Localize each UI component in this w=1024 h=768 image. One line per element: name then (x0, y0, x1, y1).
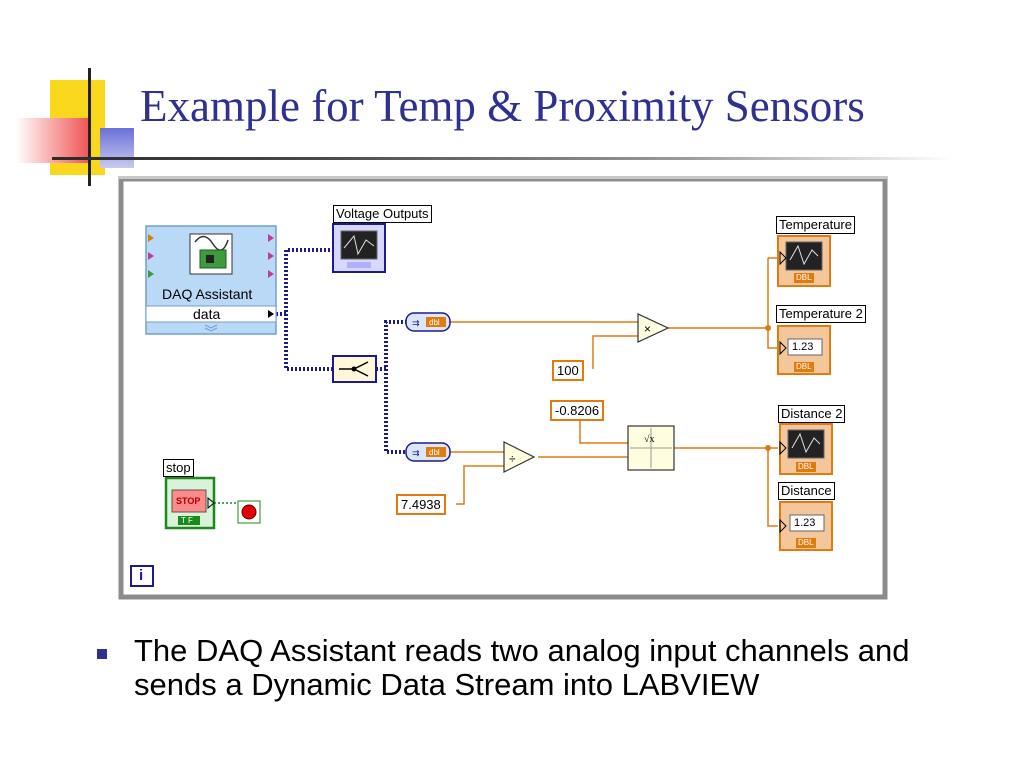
distance-2-dbl-tag: DBL (796, 462, 816, 472)
temperature-2-label: Temperature 2 (776, 305, 866, 323)
temperature-graph-indicator (777, 235, 831, 287)
numeric-wires (450, 257, 778, 527)
distance-numeric-indicator (779, 501, 833, 551)
multiplier-constant: 100 (552, 360, 584, 381)
title-divider (52, 157, 952, 160)
svg-text:√x: √x (644, 434, 655, 445)
multiply-function: × (637, 313, 670, 343)
svg-text:dbl: dbl (429, 318, 440, 327)
temperature-2-readout: 1.23 (792, 341, 814, 353)
power-function-node: √x (627, 425, 675, 471)
iteration-terminal (130, 565, 154, 587)
svg-text:dbl: dbl (429, 448, 440, 457)
temperature-dbl-tag: DBL (794, 273, 814, 283)
convert-dynamic-data-node-2: ⇉ dbl (405, 442, 451, 462)
distance-label: Distance (778, 482, 835, 500)
loop-condition-terminal (237, 500, 261, 524)
daq-data-output-label: data (193, 306, 221, 322)
svg-text:÷: ÷ (509, 452, 516, 466)
voltage-outputs-graph-terminal (332, 223, 386, 273)
distance-dbl-tag: DBL (796, 538, 816, 548)
distance-2-label: Distance 2 (778, 405, 846, 423)
slide-title: Example for Temp & Proximity Sensors (140, 81, 865, 131)
stop-tf-tag: T F (181, 516, 193, 525)
temperature-label: Temperature (776, 216, 855, 234)
convert-dynamic-data-node-1: ⇉ dbl (405, 312, 451, 332)
offset-constant: -0.8206 (550, 400, 605, 421)
bullet-text: The DAQ Assistant reads two analog input… (134, 633, 910, 702)
distance-readout: 1.23 (794, 517, 816, 529)
daq-assistant-node (145, 225, 277, 335)
stop-label: stop (163, 459, 194, 477)
stop-button-text: STOP (176, 496, 201, 506)
divide-function: ÷ (503, 441, 536, 473)
svg-text:⇉: ⇉ (412, 448, 420, 458)
svg-text:×: × (644, 322, 651, 336)
bullet-square-icon (97, 649, 107, 659)
dynamic-data-wires (276, 248, 406, 454)
divisor-constant: 7.4938 (396, 494, 446, 515)
split-signals-node (332, 355, 377, 383)
block-diagram: ⇉ dbl ⇉ dbl × ÷ √x (118, 176, 888, 601)
temperature-2-dbl-tag: DBL (794, 362, 814, 372)
voltage-outputs-label: Voltage Outputs (333, 205, 432, 223)
title-accent-decoration (0, 0, 140, 190)
info-icon: i (139, 567, 144, 584)
daq-assistant-label: DAQ Assistant (162, 286, 253, 302)
diagram-canvas: ⇉ dbl ⇉ dbl × ÷ √x (118, 176, 888, 600)
stop-button-terminal (164, 476, 216, 530)
svg-text:⇉: ⇉ (412, 318, 420, 328)
